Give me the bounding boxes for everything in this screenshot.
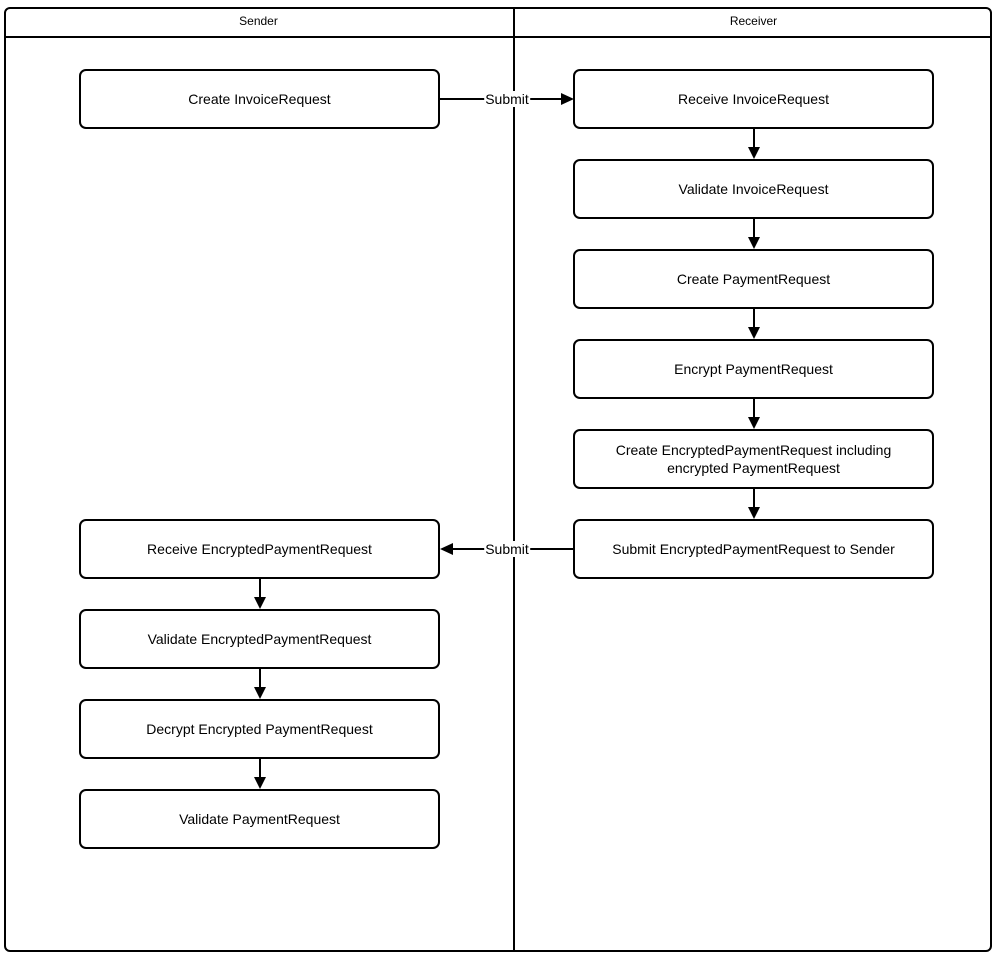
lane-vertical-divider xyxy=(513,7,515,952)
node-decrypt-encrypted-payment-request: Decrypt Encrypted PaymentRequest xyxy=(79,699,440,759)
node-validate-invoice-request: Validate InvoiceRequest xyxy=(573,159,934,219)
node-label: Create PaymentRequest xyxy=(676,270,831,287)
node-create-encrypted-payment-request-including: Create EncryptedPaymentRequest including… xyxy=(573,429,934,489)
node-label: Submit EncryptedPaymentRequest to Sender xyxy=(612,540,895,557)
node-validate-encrypted-payment-request: Validate EncryptedPaymentRequest xyxy=(79,609,440,669)
lane-header-sender-label: Sender xyxy=(239,14,278,28)
node-label: Validate EncryptedPaymentRequest xyxy=(147,630,372,647)
node-submit-encrypted-payment-request-to-sender: Submit EncryptedPaymentRequest to Sender xyxy=(573,519,934,579)
node-label: Create EncryptedPaymentRequest including… xyxy=(615,441,892,476)
node-label: Validate InvoiceRequest xyxy=(678,180,829,197)
node-create-invoice-request: Create InvoiceRequest xyxy=(79,69,440,129)
node-label: Create InvoiceRequest xyxy=(188,90,331,107)
node-label: Receive InvoiceRequest xyxy=(678,90,829,107)
node-label: Encrypt PaymentRequest xyxy=(674,360,833,377)
node-label: Receive EncryptedPaymentRequest xyxy=(147,540,372,557)
node-encrypt-payment-request: Encrypt PaymentRequest xyxy=(573,339,934,399)
node-create-payment-request: Create PaymentRequest xyxy=(573,249,934,309)
node-receive-invoice-request: Receive InvoiceRequest xyxy=(573,69,934,129)
node-label: Decrypt Encrypted PaymentRequest xyxy=(146,720,373,737)
node-receive-encrypted-payment-request: Receive EncryptedPaymentRequest xyxy=(79,519,440,579)
node-label: Validate PaymentRequest xyxy=(179,810,340,827)
edge-label-submit-encrypted-payment-request: Submit xyxy=(484,541,530,557)
lane-header-receiver: Receiver xyxy=(515,7,992,36)
lane-header-receiver-label: Receiver xyxy=(729,14,778,28)
node-validate-payment-request: Validate PaymentRequest xyxy=(79,789,440,849)
edge-label-submit-invoice-request: Submit xyxy=(484,91,530,107)
diagram-outer-frame xyxy=(4,7,992,952)
lane-header-sender: Sender xyxy=(4,7,513,36)
lane-header-divider xyxy=(4,36,992,38)
